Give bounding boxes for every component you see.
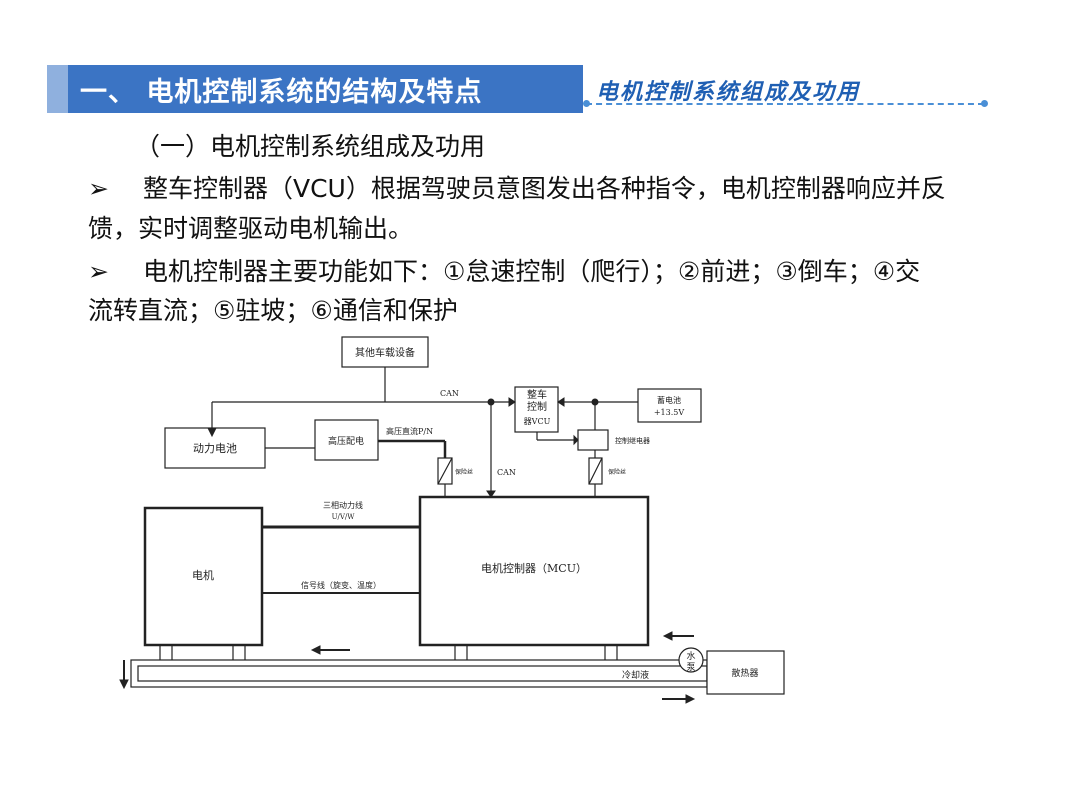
bullet-2-text: 电机控制器主要功能如下：①怠速控制（爬行）；②前进；③倒车；④交 bbox=[143, 257, 921, 286]
section-header-bar bbox=[47, 65, 583, 113]
can-mid-label: CAN bbox=[497, 468, 516, 477]
motor-box bbox=[143, 506, 264, 647]
coolant-pipe-outer bbox=[130, 659, 708, 688]
can-top-label: CAN bbox=[440, 389, 459, 398]
battery-12v-box bbox=[637, 388, 702, 423]
subtitle-underline bbox=[586, 103, 984, 105]
battery-12v-label-2: +13.5V bbox=[654, 408, 685, 417]
section-subtitle: 电机控制系统组成及功用 bbox=[596, 79, 861, 105]
radiator-box bbox=[706, 650, 785, 695]
subsection-heading: （一）电机控制系统组成及功用 bbox=[135, 132, 486, 161]
flow-arrow-icon bbox=[662, 631, 673, 641]
underline-end-dot bbox=[981, 100, 988, 107]
flow-arrow-icon bbox=[310, 645, 321, 655]
pump-label-2: 泵 bbox=[686, 662, 695, 673]
bullet-1-text: 整车控制器（VCU）根据驾驶员意图发出各种指令，电机控制器响应并反 bbox=[143, 174, 946, 203]
arrow-icon bbox=[207, 427, 217, 438]
bullet-2-line-1: ➢ 电机控制器主要功能如下：①怠速控制（爬行）；②前进；③倒车；④交 bbox=[88, 253, 920, 290]
mcu-label: 电机控制器（MCU） bbox=[481, 561, 587, 575]
three-phase-label-1: 三相动力线 bbox=[323, 500, 363, 510]
bullet-2-line-2: 流转直流；⑤驻坡；⑥通信和保护 bbox=[88, 296, 458, 325]
motor-label: 电机 bbox=[192, 568, 214, 582]
fuse-1-label: 保险丝 bbox=[455, 468, 473, 476]
three-phase-label-2: U/V/W bbox=[332, 513, 356, 521]
radiator-label: 散热器 bbox=[731, 667, 758, 679]
power-battery-label: 动力电池 bbox=[193, 442, 237, 455]
header-accent-block bbox=[47, 65, 68, 113]
vcu-label-2: 控制 bbox=[527, 400, 547, 413]
arrow-icon bbox=[508, 397, 516, 407]
arrow-icon bbox=[557, 397, 565, 407]
battery-12v-label-1: 蓄电池 bbox=[657, 395, 681, 405]
coolant-label: 冷却液 bbox=[622, 669, 649, 681]
hv-distribution-label: 高压配电 bbox=[328, 435, 364, 447]
arrow-icon bbox=[486, 490, 496, 498]
relay-label: 控制继电器 bbox=[615, 436, 650, 445]
pump-label-1: 水 bbox=[686, 650, 695, 662]
mcu-box bbox=[418, 495, 650, 647]
bullet-arrow-icon: ➢ bbox=[88, 257, 109, 286]
water-pump-icon bbox=[678, 647, 704, 673]
bullet-arrow-icon: ➢ bbox=[88, 174, 109, 203]
bullet-1-line-1: ➢ 整车控制器（VCU）根据驾驶员意图发出各种指令，电机控制器响应并反 bbox=[88, 170, 946, 207]
bullet-1-line-2: 馈，实时调整驱动电机输出。 bbox=[88, 214, 414, 243]
flow-arrow-icon bbox=[119, 679, 129, 690]
junction-dot bbox=[591, 398, 599, 406]
arrow-icon bbox=[573, 434, 579, 446]
section-title: 一、 电机控制系统的结构及特点 bbox=[80, 77, 483, 108]
junction-dot bbox=[487, 398, 495, 406]
vcu-label-1: 整车 bbox=[527, 388, 547, 401]
hv-dc-label: 高压直流P/N bbox=[386, 426, 433, 436]
flow-arrow-icon bbox=[685, 694, 696, 704]
signal-line-label: 信号线（旋变、温度） bbox=[301, 580, 381, 590]
vcu-label-3: 器VCU bbox=[524, 417, 551, 426]
relay-box bbox=[577, 429, 609, 451]
fuse-2-label: 保险丝 bbox=[608, 468, 626, 476]
other-devices-label: 其他车载设备 bbox=[355, 346, 415, 359]
